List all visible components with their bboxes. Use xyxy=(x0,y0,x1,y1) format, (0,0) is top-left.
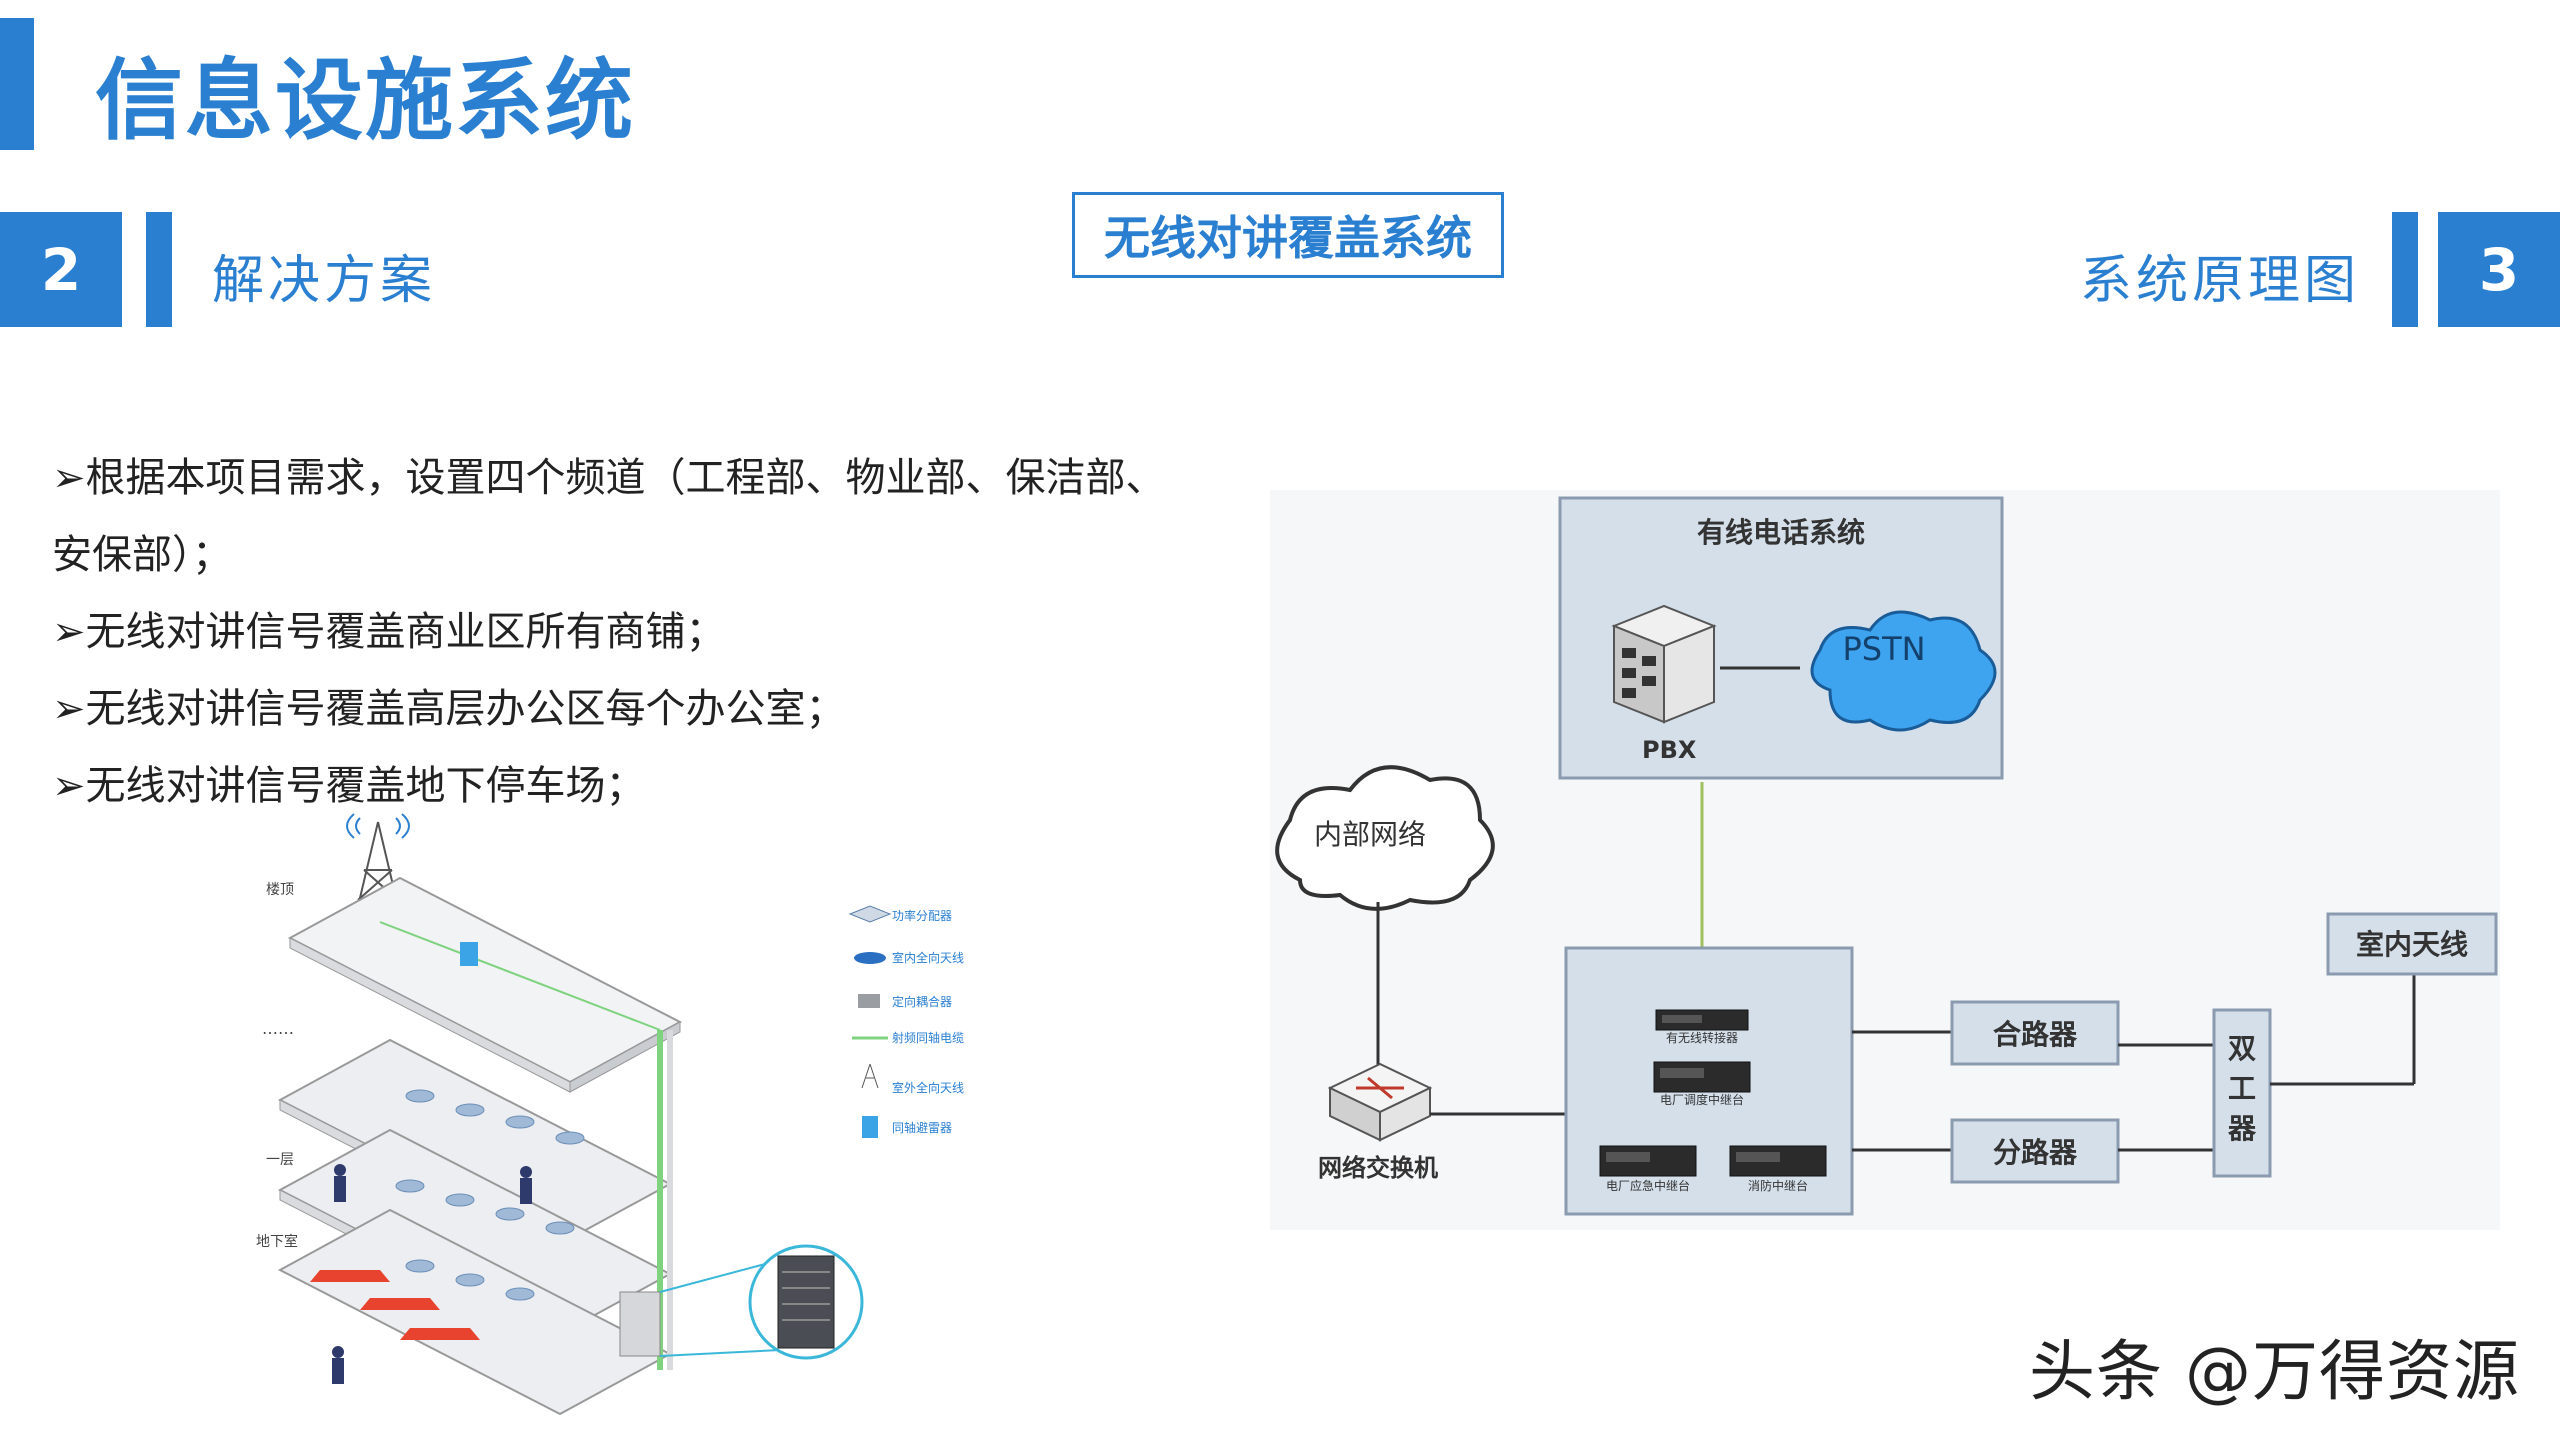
relay-device-4-label: 消防中继台 xyxy=(1748,1178,1808,1193)
relay-device-3-label: 电厂应急中继台 xyxy=(1606,1178,1690,1193)
splitter-box xyxy=(1950,1118,2120,1184)
legend-item: 室外全向天线 xyxy=(892,1080,964,1095)
people-with-radios xyxy=(332,1164,532,1384)
legend-item: 定向耦合器 xyxy=(892,994,952,1009)
internal-network-cloud-icon xyxy=(1275,765,1495,911)
relay-device-4-icon xyxy=(1729,1145,1827,1177)
relay-device-2-icon xyxy=(1653,1061,1751,1093)
duplexer-label-1: 双 xyxy=(2228,1032,2256,1065)
bullet-item: ➢无线对讲信号覆盖商业区所有商铺； xyxy=(52,609,726,655)
internal-network-label: 内部网络 xyxy=(1314,818,1426,851)
indoor-antenna-box xyxy=(2326,912,2498,976)
duplexer-label-3: 器 xyxy=(2227,1112,2257,1145)
indoor-antennas xyxy=(395,1089,585,1301)
splitter-label: 分路器 xyxy=(1993,1136,2078,1169)
combiner-box xyxy=(1950,1000,2120,1066)
parked-cars xyxy=(310,1270,480,1340)
roof-label: 楼顶 xyxy=(266,882,294,898)
title-accent-bar xyxy=(0,18,34,150)
bullet-item: ➢根据本项目需求，设置四个频道（工程部、物业部、保洁部、 xyxy=(52,455,1166,501)
pbx-server-icon xyxy=(1611,604,1717,724)
legend-item: 功率分配器 xyxy=(892,908,952,923)
building-coverage-diagram: 楼顶 …… 一层 地下室 功率分配器 室内全向天线 定向耦合器 射频同轴电缆 室… xyxy=(256,813,964,1416)
dots-label: …… xyxy=(262,1019,294,1038)
pstn-label: PSTN xyxy=(1842,630,1925,668)
legend-item: 射频同轴电缆 xyxy=(892,1030,964,1045)
legend-item: 室内全向天线 xyxy=(892,950,964,965)
roof-slab xyxy=(287,876,683,1084)
legend: 功率分配器 室内全向天线 定向耦合器 射频同轴电缆 室外全向天线 同轴避雷器 xyxy=(848,905,964,1138)
network-switch-icon xyxy=(1327,1062,1433,1142)
legend-item: 同轴避雷器 xyxy=(892,1120,952,1135)
relay-device-3-icon xyxy=(1599,1145,1697,1177)
left-section-badge: 2 xyxy=(0,212,122,327)
equipment-rack-icon xyxy=(777,1255,835,1349)
wired-phone-system-label: 有线电话系统 xyxy=(1697,516,1865,549)
relay-device-1-icon xyxy=(1655,1009,1749,1031)
left-section-bar xyxy=(146,212,172,327)
bullet-item: 安保部）； xyxy=(52,532,232,578)
page-title: 信息设施系统 xyxy=(95,49,636,152)
pstn-cloud-icon xyxy=(1810,610,1997,732)
pbx-label: PBX xyxy=(1642,736,1697,764)
duplexer-box xyxy=(2212,1008,2272,1178)
bullet-item: ➢无线对讲信号覆盖高层办公区每个办公室； xyxy=(52,686,846,732)
center-title-box: 无线对讲覆盖系统 xyxy=(1072,192,1504,278)
watermark: 头条 @万得资源 xyxy=(2029,1333,2520,1410)
system-schematic-diagram: 有线电话系统 PBX PSTN 内部网络 网络交换机 有无线转接器 电厂调度中继… xyxy=(1270,490,2500,1230)
right-section-label: 系统原理图 xyxy=(2080,251,2361,311)
network-switch-label: 网络交换机 xyxy=(1318,1154,1438,1182)
bullet-item: ➢无线对讲信号覆盖地下停车场； xyxy=(52,763,646,809)
bullet-list: ➢根据本项目需求，设置四个频道（工程部、物业部、保洁部、 安保部）； ➢无线对讲… xyxy=(52,440,1232,825)
right-section-bar xyxy=(2392,212,2418,327)
basement-label: 地下室 xyxy=(256,1233,298,1250)
right-section-badge: 3 xyxy=(2438,212,2560,327)
combiner-label: 合路器 xyxy=(1993,1018,2078,1051)
left-section-label: 解决方案 xyxy=(212,251,437,311)
duplexer-label-2: 工 xyxy=(2228,1072,2256,1105)
lightning-arrester-icon xyxy=(460,942,478,966)
relay-device-1-label: 有无线转接器 xyxy=(1666,1030,1738,1045)
first-floor-label: 一层 xyxy=(266,1152,294,1168)
relay-device-2-label: 电厂调度中继台 xyxy=(1660,1092,1744,1107)
indoor-antenna-label: 室内天线 xyxy=(2356,928,2468,961)
